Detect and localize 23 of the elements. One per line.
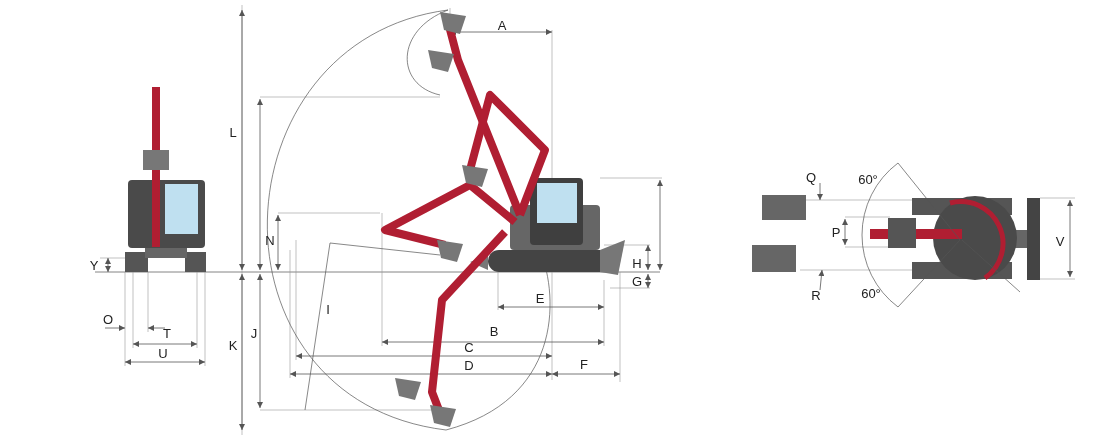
dimension-label: B — [489, 325, 499, 339]
dimension-label: J — [250, 327, 258, 341]
dimension-label: A — [497, 19, 507, 33]
dimension-label: N — [265, 234, 275, 248]
dimension-label: R — [811, 289, 821, 303]
dimension-label: G — [631, 275, 643, 289]
dimension-label: I — [326, 303, 330, 317]
dimension-label: T — [163, 327, 171, 341]
dimension-label: Y — [89, 259, 99, 273]
dimension-label: O — [102, 313, 114, 327]
dimension-label: K — [228, 339, 238, 353]
dimension-label: H — [632, 257, 642, 271]
dimension-label: Q — [805, 171, 817, 185]
dimension-label: 60° — [861, 287, 881, 301]
dimension-label: L — [229, 126, 237, 140]
dimension-label: F — [580, 358, 588, 372]
dimension-label: D — [464, 359, 474, 373]
dimension-label: E — [535, 292, 545, 306]
dimension-label: V — [1055, 235, 1065, 249]
dimension-label: 60° — [858, 173, 878, 187]
dimension-label: C — [464, 341, 474, 355]
dimension-label: P — [831, 226, 841, 240]
dimension-label: U — [158, 347, 168, 361]
